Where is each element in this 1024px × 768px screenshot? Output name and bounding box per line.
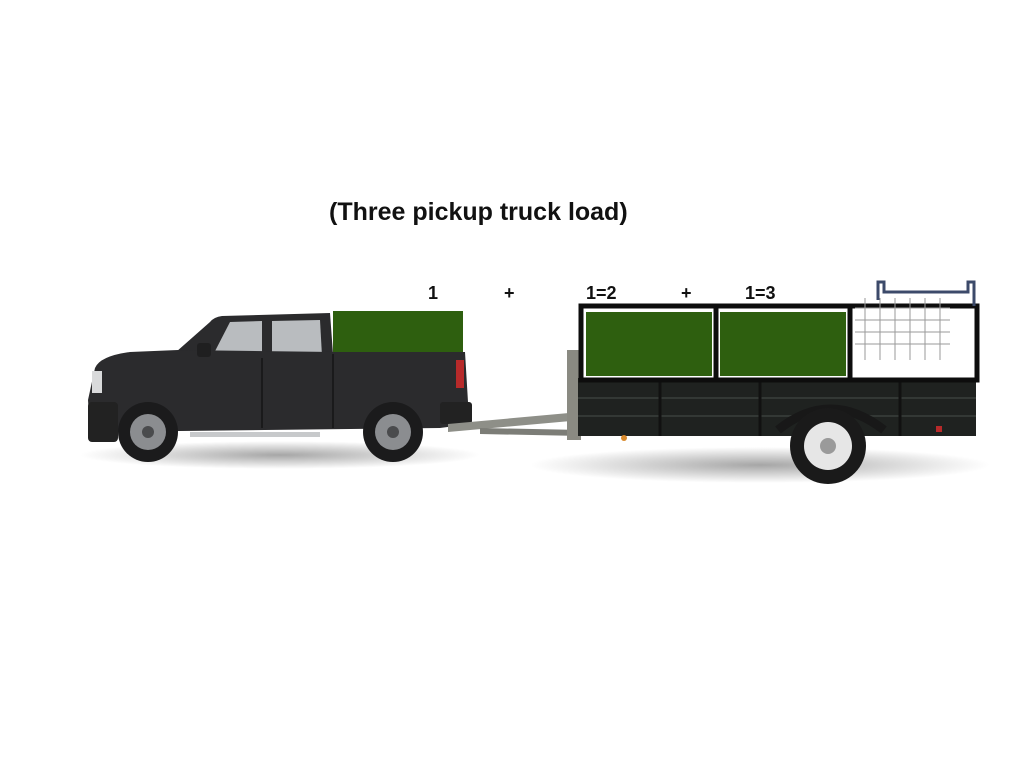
load-label-2: 1=2 (586, 283, 617, 303)
trailer-load-block-2 (720, 312, 846, 376)
load-label-3: 1=3 (745, 283, 776, 303)
plus-sign-2: + (681, 283, 692, 303)
truck-load-block (333, 311, 463, 353)
trailer-tongue (448, 412, 582, 436)
utility-trailer (567, 280, 980, 484)
pickup-truck (88, 311, 472, 462)
diagram-title: (Three pickup truck load) (329, 198, 628, 226)
load-label-1: 1 (428, 283, 439, 303)
plus-sign-1: + (504, 283, 515, 303)
trailer-load-block-1 (586, 312, 712, 376)
